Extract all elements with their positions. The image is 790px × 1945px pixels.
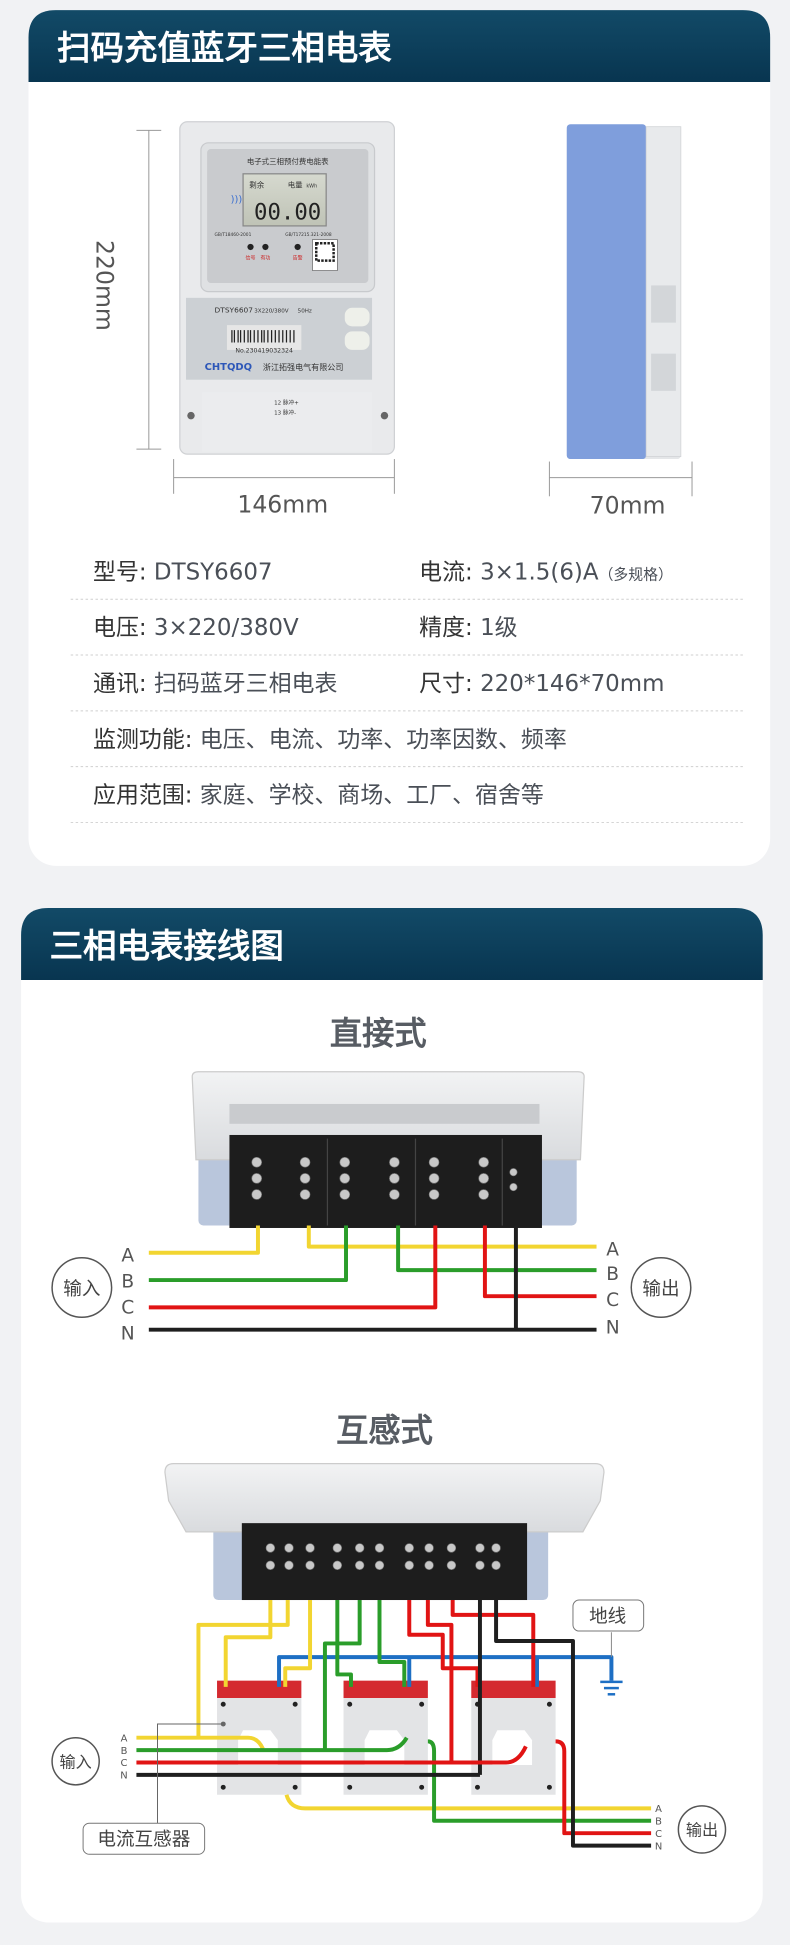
- led-active: 有功: [260, 254, 270, 261]
- ct-output-label: 输出: [686, 1821, 718, 1840]
- spec-size: 尺寸: 220*146*70mm: [419, 671, 664, 697]
- phase-label-n: N: [606, 1317, 620, 1338]
- direct-meter-terminal: [191, 1071, 585, 1228]
- phase-label-a: A: [121, 1733, 128, 1744]
- standard-2: GB/T17215.321-2008: [285, 232, 332, 238]
- ct-meter-terminal: [164, 1462, 605, 1601]
- standard-1: GB/T18460-2001: [215, 232, 252, 238]
- phase-label-c: C: [121, 1758, 128, 1769]
- led-signal: 信号: [246, 254, 256, 261]
- wiring-title: 三相电表接线图: [50, 927, 284, 966]
- phase-label-c: C: [655, 1829, 662, 1840]
- phase-label-n: N: [121, 1324, 135, 1345]
- phase-label-b: B: [121, 1746, 128, 1757]
- ct-title: 互感式: [336, 1411, 433, 1449]
- ground-label: 地线: [589, 1606, 626, 1627]
- phase-label-n: N: [655, 1841, 662, 1852]
- spec-application: 应用范围: 家庭、学校、商场、工厂、宿舍等: [93, 783, 544, 809]
- ct-wires: [136, 1600, 652, 1848]
- ground-icon: [600, 1680, 623, 1696]
- spec-communication: 通讯: 扫码蓝牙三相电表: [93, 671, 337, 697]
- dimension-lines: [136, 129, 693, 497]
- product-title: 扫码充值蓝牙三相电表: [57, 29, 392, 68]
- current-transformers: [217, 1680, 556, 1795]
- pulse-plus: 12 脉冲+: [274, 398, 299, 406]
- phase-label-a: A: [606, 1239, 619, 1260]
- pulse-minus: 13 脉冲-: [274, 408, 296, 416]
- ct-unit: [217, 1680, 302, 1795]
- section-header: [28, 10, 771, 83]
- section-header: [21, 908, 763, 980]
- phase-label-c: C: [121, 1298, 134, 1319]
- phase-label-b: B: [655, 1817, 662, 1828]
- lcd-energy: 电量: [288, 179, 303, 189]
- ct-unit: [343, 1680, 428, 1795]
- height-dimension: 220mm: [91, 240, 119, 331]
- phase-label-c: C: [606, 1290, 619, 1311]
- direct-title: 直接式: [330, 1014, 427, 1052]
- phase-label-a: A: [121, 1245, 134, 1266]
- nfc-icon: ))): [231, 194, 243, 205]
- spec-monitoring: 监测功能: 电压、电流、功率、功率因数、频率: [93, 727, 567, 753]
- wiring-card: 三相电表接线图 直接式: [21, 908, 763, 1923]
- product-card: 扫码充值蓝牙三相电表 电子式三相预付费电能表 剩余 电量 kWh 00.00 )…: [28, 10, 771, 866]
- led-alarm: 告警: [293, 254, 303, 261]
- spec-voltage: 电压: 3×220/380V: [93, 615, 299, 641]
- phase-label-n: N: [120, 1771, 127, 1782]
- width-dimension: 146mm: [237, 490, 328, 518]
- lcd-unit: kWh: [306, 183, 317, 189]
- meter-front-image: 电子式三相预付费电能表 剩余 电量 kWh 00.00 ))) GB/T1846…: [179, 121, 395, 455]
- phase-label-b: B: [121, 1272, 134, 1293]
- meter-side-image: [566, 124, 682, 460]
- spec-list: 型号: DTSY6607 电流: 3×1.5(6)A（多规格） 电压: 3×22…: [70, 559, 745, 823]
- phase-label-a: A: [655, 1804, 662, 1815]
- depth-dimension: 70mm: [590, 492, 666, 520]
- meter-serial: No.230419032324: [235, 347, 293, 354]
- direct-output-label: 输出: [642, 1279, 679, 1300]
- ct-input-label: 输入: [60, 1752, 92, 1771]
- phase-label-b: B: [606, 1264, 619, 1285]
- lcd-value: 00.00: [254, 200, 321, 226]
- direct-wires: [148, 1225, 597, 1332]
- lcd-screen: [242, 173, 327, 227]
- direct-input-label: 输入: [63, 1279, 100, 1300]
- company-name: 浙江拓强电气有限公司: [263, 362, 343, 372]
- spec-current: 电流: 3×1.5(6)A（多规格）: [419, 559, 673, 585]
- meter-name: 电子式三相预付费电能表: [247, 156, 329, 166]
- meter-voltage: 3X220/380V: [254, 309, 289, 315]
- ct-unit: [471, 1680, 556, 1795]
- brand-logo: CHTQDQ: [205, 362, 252, 373]
- lcd-remaining: 剩余: [249, 179, 264, 189]
- meter-freq: 50Hz: [298, 309, 312, 315]
- ct-label: 电流互感器: [97, 1830, 190, 1851]
- meter-model: DTSY6607: [215, 306, 254, 315]
- spec-model: 型号: DTSY6607: [93, 559, 273, 585]
- spec-accuracy: 精度: 1级: [419, 615, 517, 641]
